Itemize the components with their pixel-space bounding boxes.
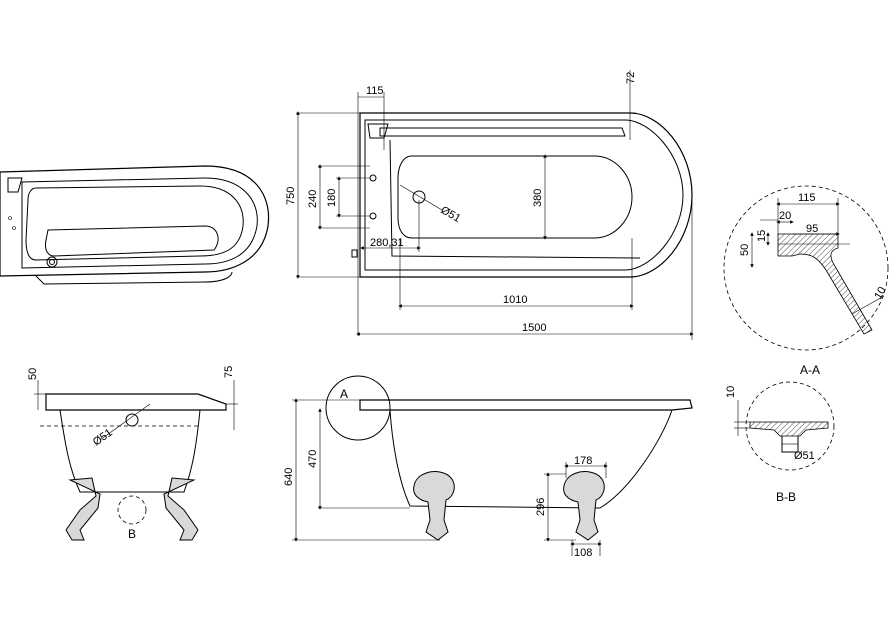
dim-115-top: 115 [366, 85, 384, 97]
dim-180: 180 [326, 189, 338, 207]
label-section-aa: A-A [800, 363, 820, 377]
side-view: A 640 470 178 296 108 [283, 375, 693, 559]
dim-380: 380 [532, 189, 544, 207]
dim-75-end: 75 [223, 366, 235, 378]
dim-750: 750 [285, 187, 297, 205]
dim-280: 280,31 [370, 237, 404, 249]
dim-d51-bb: Ø51 [794, 450, 815, 462]
dim-10-bb: 10 [725, 386, 737, 398]
label-section-b: B [128, 527, 136, 541]
dim-72: 72 [625, 72, 637, 84]
end-view: Ø51 50 75 [27, 366, 238, 541]
dim-470: 470 [307, 450, 319, 468]
dim-d51-end: Ø51 [91, 427, 115, 449]
dim-240: 240 [307, 190, 319, 208]
detail-a-a: 115 20 95 15 50 10 [723, 185, 889, 351]
dim-640: 640 [283, 468, 295, 486]
dim-115-detail: 115 [798, 192, 816, 204]
dim-50-end: 50 [27, 368, 39, 380]
dim-95: 95 [806, 223, 818, 235]
dim-15: 15 [756, 230, 768, 242]
dim-1010: 1010 [503, 294, 527, 306]
detail-b-b: Ø51 10 [725, 381, 835, 471]
dim-296: 296 [535, 498, 547, 516]
label-section-a: A [340, 387, 348, 401]
dim-108: 108 [574, 547, 592, 559]
dim-178: 178 [574, 455, 592, 467]
dim-20: 20 [779, 210, 791, 222]
dim-50-detail: 50 [739, 244, 751, 256]
label-section-bb: B-B [776, 490, 796, 504]
dim-10-detail: 10 [872, 285, 889, 302]
dim-1500: 1500 [522, 322, 546, 334]
perspective-view [0, 165, 270, 285]
plan-dimensions: 115 72 750 240 180 380 Ø51 280,31 1010 1… [285, 70, 694, 340]
plan-view [351, 112, 693, 278]
